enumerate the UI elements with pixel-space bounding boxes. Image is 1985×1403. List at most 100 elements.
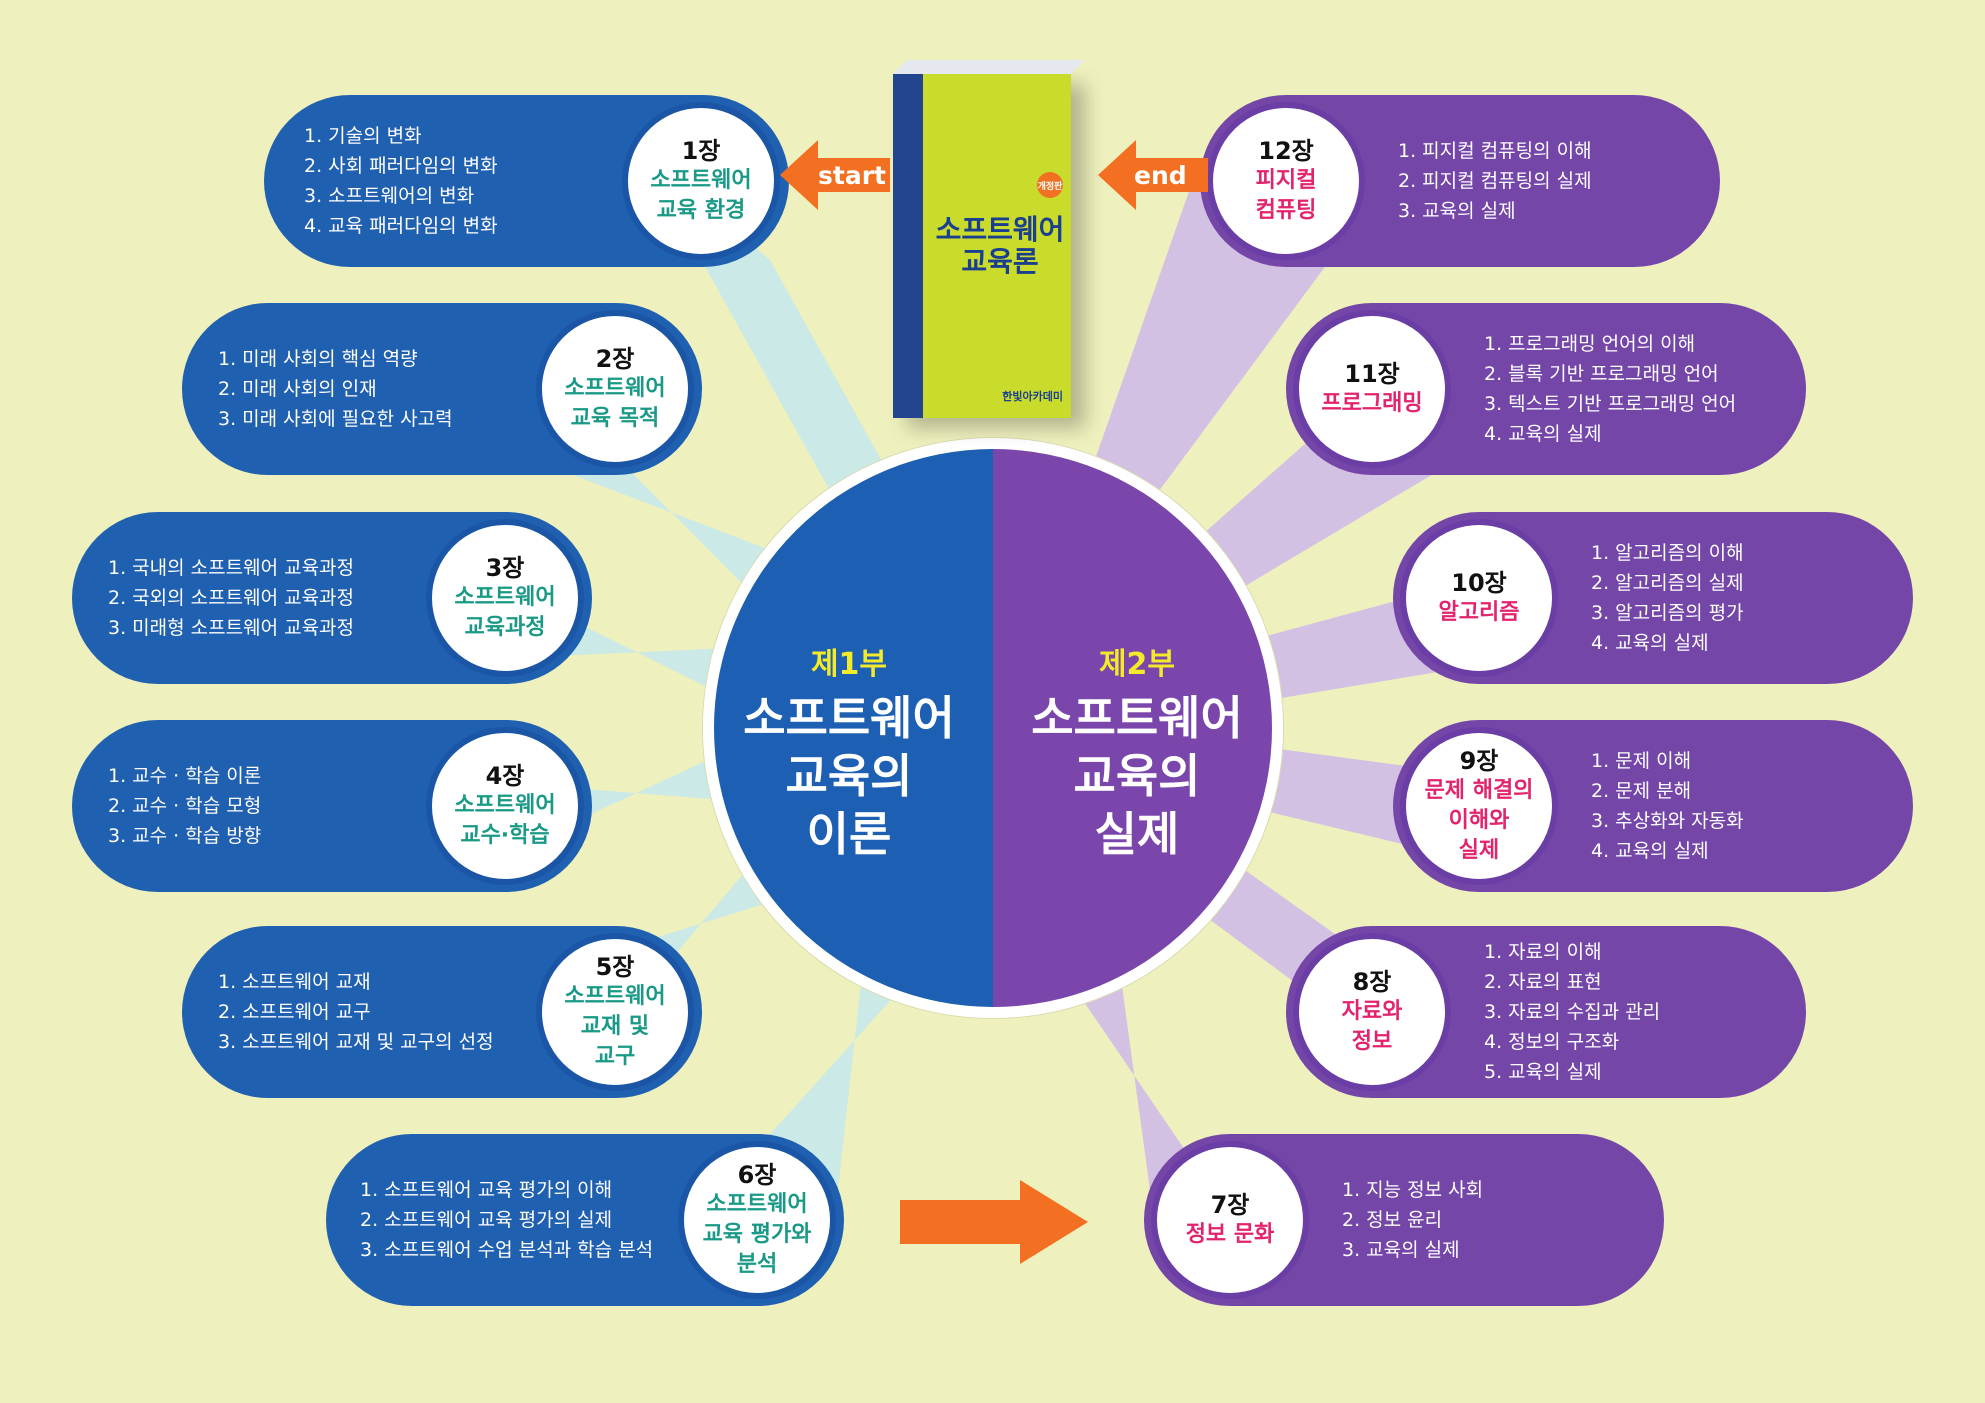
- chapter-3-card: 1. 국내의 소프트웨어 교육과정 2. 국외의 소프트웨어 교육과정 3. 미…: [72, 512, 592, 684]
- end-label: end: [1134, 161, 1187, 190]
- topic-item: 3. 소프트웨어 수업 분석과 학습 분석: [360, 1239, 654, 1261]
- chapter-5-card: 1. 소프트웨어 교재 2. 소프트웨어 교구 3. 소프트웨어 교재 및 교구…: [182, 926, 702, 1098]
- book-cover-image: 개정판 소프트웨어 교육론 한빛아카데미: [893, 60, 1085, 418]
- chapter-3-badge: 3장 소프트웨어 교육과정: [426, 519, 584, 677]
- topic-item: 3. 소프트웨어 교재 및 교구의 선정: [218, 1031, 494, 1053]
- parts-hub: 제1부 소프트웨어 교육의 이론 제2부 소프트웨어 교육의 실제: [703, 438, 1283, 1018]
- topic-item: 1. 기술의 변화: [304, 125, 422, 147]
- chapter-title: 문제 해결의 이해와 실제: [1424, 778, 1534, 863]
- topic-item: 4. 교육의 실제: [1591, 840, 1709, 862]
- chapter-2-topics: 1. 미래 사회의 핵심 역량 2. 미래 사회의 인재 3. 미래 사회에 필…: [218, 344, 453, 434]
- chapter-7-topics: 1. 지능 정보 사회 2. 정보 윤리 3. 교육의 실제: [1342, 1175, 1483, 1265]
- topic-item: 2. 알고리즘의 실제: [1591, 572, 1744, 594]
- part-2-panel: [993, 449, 1272, 1007]
- chapter-number: 1장: [681, 137, 721, 165]
- topic-item: 3. 미래형 소프트웨어 교육과정: [108, 617, 355, 639]
- topic-item: 2. 자료의 표현: [1484, 971, 1602, 993]
- chapter-1-card: 1. 기술의 변화 2. 사회 패러다임의 변화 3. 소프트웨어의 변화 4.…: [264, 95, 789, 267]
- chapter-title: 소프트웨어 교수·학습: [454, 793, 556, 848]
- topic-item: 2. 정보 윤리: [1342, 1209, 1443, 1231]
- chapter-title: 프로그래밍: [1321, 391, 1423, 416]
- topic-item: 2. 소프트웨어 교육 평가의 실제: [360, 1209, 613, 1231]
- chapter-8-topics: 1. 자료의 이해 2. 자료의 표현 3. 자료의 수집과 관리 4. 정보의…: [1484, 937, 1660, 1087]
- edition-badge: 개정판: [1037, 172, 1063, 198]
- chapter-11-topics: 1. 프로그래밍 언어의 이해 2. 블록 기반 프로그래밍 언어 3. 텍스트…: [1484, 329, 1736, 449]
- chapter-4-topics: 1. 교수 · 학습 이론 2. 교수 · 학습 모형 3. 교수 · 학습 방…: [108, 761, 261, 851]
- chapter-6-badge: 6장 소프트웨어 교육 평가와 분석: [678, 1141, 836, 1299]
- book-front-cover: [923, 74, 1071, 418]
- topic-item: 3. 추상화와 자동화: [1591, 810, 1744, 832]
- chapter-11-card: 11장 프로그래밍 1. 프로그래밍 언어의 이해 2. 블록 기반 프로그래밍…: [1286, 303, 1806, 475]
- chapter-10-topics: 1. 알고리즘의 이해 2. 알고리즘의 실제 3. 알고리즘의 평가 4. 교…: [1591, 538, 1744, 658]
- topic-item: 1. 프로그래밍 언어의 이해: [1484, 333, 1696, 355]
- topic-item: 1. 소프트웨어 교재: [218, 971, 371, 993]
- topic-item: 2. 미래 사회의 인재: [218, 378, 377, 400]
- topic-item: 1. 미래 사회의 핵심 역량: [218, 348, 418, 370]
- chapter-5-badge: 5장 소프트웨어 교재 및 교구: [536, 933, 694, 1091]
- book-top-edge: [893, 60, 1085, 74]
- chapter-title: 소프트웨어 교육 환경: [650, 168, 752, 223]
- topic-item: 1. 소프트웨어 교육 평가의 이해: [360, 1179, 613, 1201]
- topic-item: 2. 블록 기반 프로그래밍 언어: [1484, 363, 1719, 385]
- topic-item: 3. 소프트웨어의 변화: [304, 185, 475, 207]
- chapter-number: 12장: [1258, 137, 1314, 165]
- connector-ray: [1061, 945, 1260, 1260]
- chapter-1-topics: 1. 기술의 변화 2. 사회 패러다임의 변화 3. 소프트웨어의 변화 4.…: [304, 121, 498, 241]
- chapter-4-card: 1. 교수 · 학습 이론 2. 교수 · 학습 모형 3. 교수 · 학습 방…: [72, 720, 592, 892]
- chapter-3-topics: 1. 국내의 소프트웨어 교육과정 2. 국외의 소프트웨어 교육과정 3. 미…: [108, 553, 354, 643]
- chapter-number: 3장: [485, 554, 525, 582]
- chapter-number: 2장: [595, 345, 635, 373]
- chapter-9-card: 9장 문제 해결의 이해와 실제 1. 문제 이해 2. 문제 분해 3. 추상…: [1393, 720, 1913, 892]
- topic-item: 1. 국내의 소프트웨어 교육과정: [108, 557, 355, 579]
- topic-item: 1. 지능 정보 사회: [1342, 1179, 1484, 1201]
- topic-item: 3. 교육의 실제: [1398, 200, 1516, 222]
- topic-item: 2. 교수 · 학습 모형: [108, 795, 262, 817]
- chapter-5-topics: 1. 소프트웨어 교재 2. 소프트웨어 교구 3. 소프트웨어 교재 및 교구…: [218, 967, 494, 1057]
- topic-item: 2. 국외의 소프트웨어 교육과정: [108, 587, 355, 609]
- transition-arrow-icon: [900, 1180, 1088, 1264]
- topic-item: 1. 문제 이해: [1591, 750, 1692, 772]
- topic-item: 4. 정보의 구조화: [1484, 1031, 1620, 1053]
- topic-item: 1. 교수 · 학습 이론: [108, 765, 262, 787]
- chapter-title: 소프트웨어 교육 목적: [564, 376, 666, 431]
- topic-item: 5. 교육의 실제: [1484, 1061, 1602, 1083]
- topic-item: 2. 피지컬 컴퓨팅의 실제: [1398, 170, 1592, 192]
- topic-item: 4. 교육의 실제: [1484, 423, 1602, 445]
- chapter-title: 정보 문화: [1185, 1222, 1275, 1247]
- chapter-number: 5장: [595, 953, 635, 981]
- chapter-title: 알고리즘: [1438, 600, 1520, 625]
- chapter-12-badge: 12장 피지컬 컴퓨팅: [1207, 102, 1365, 260]
- chapter-number: 7장: [1210, 1191, 1250, 1219]
- chapter-number: 10장: [1451, 569, 1507, 597]
- topic-item: 4. 교육의 실제: [1591, 632, 1709, 654]
- chapter-number: 6장: [737, 1161, 777, 1189]
- start-label: start: [818, 161, 886, 190]
- topic-item: 3. 자료의 수집과 관리: [1484, 1001, 1661, 1023]
- part-1-panel: [714, 449, 993, 1007]
- chapter-number: 11장: [1344, 360, 1400, 388]
- topic-item: 1. 피지컬 컴퓨팅의 이해: [1398, 140, 1592, 162]
- topic-item: 2. 사회 패러다임의 변화: [304, 155, 498, 177]
- part-1-label: 제1부: [810, 647, 888, 682]
- chapter-9-topics: 1. 문제 이해 2. 문제 분해 3. 추상화와 자동화 4. 교육의 실제: [1591, 746, 1744, 866]
- part-2-label: 제2부: [1098, 647, 1176, 682]
- chapter-number: 8장: [1352, 968, 1392, 996]
- chapter-1-badge: 1장 소프트웨어 교육 환경: [622, 102, 780, 260]
- chapter-7-badge: 7장 정보 문화: [1151, 1141, 1309, 1299]
- topic-item: 3. 교육의 실제: [1342, 1239, 1460, 1261]
- chapter-7-card: 7장 정보 문화 1. 지능 정보 사회 2. 정보 윤리 3. 교육의 실제: [1144, 1134, 1664, 1306]
- chapter-11-badge: 11장 프로그래밍: [1293, 310, 1451, 468]
- topic-item: 3. 미래 사회에 필요한 사고력: [218, 408, 453, 430]
- chapter-10-card: 10장 알고리즘 1. 알고리즘의 이해 2. 알고리즘의 실제 3. 알고리즘…: [1393, 512, 1913, 684]
- chapter-title: 소프트웨어 교재 및 교구: [564, 984, 666, 1069]
- topic-item: 1. 자료의 이해: [1484, 941, 1602, 963]
- chapter-8-badge: 8장 자료와 정보: [1293, 933, 1451, 1091]
- connector-ray: [470, 570, 757, 706]
- topic-item: 2. 문제 분해: [1591, 780, 1692, 802]
- chapter-8-card: 8장 자료와 정보 1. 자료의 이해 2. 자료의 표현 3. 자료의 수집과…: [1286, 926, 1806, 1098]
- topic-item: 4. 교육 패러다임의 변화: [304, 215, 498, 237]
- chapter-6-card: 1. 소프트웨어 교육 평가의 이해 2. 소프트웨어 교육 평가의 실제 3.…: [326, 1134, 844, 1306]
- chapter-number: 9장: [1459, 747, 1499, 775]
- chapter-title: 피지컬 컴퓨팅: [1255, 168, 1317, 223]
